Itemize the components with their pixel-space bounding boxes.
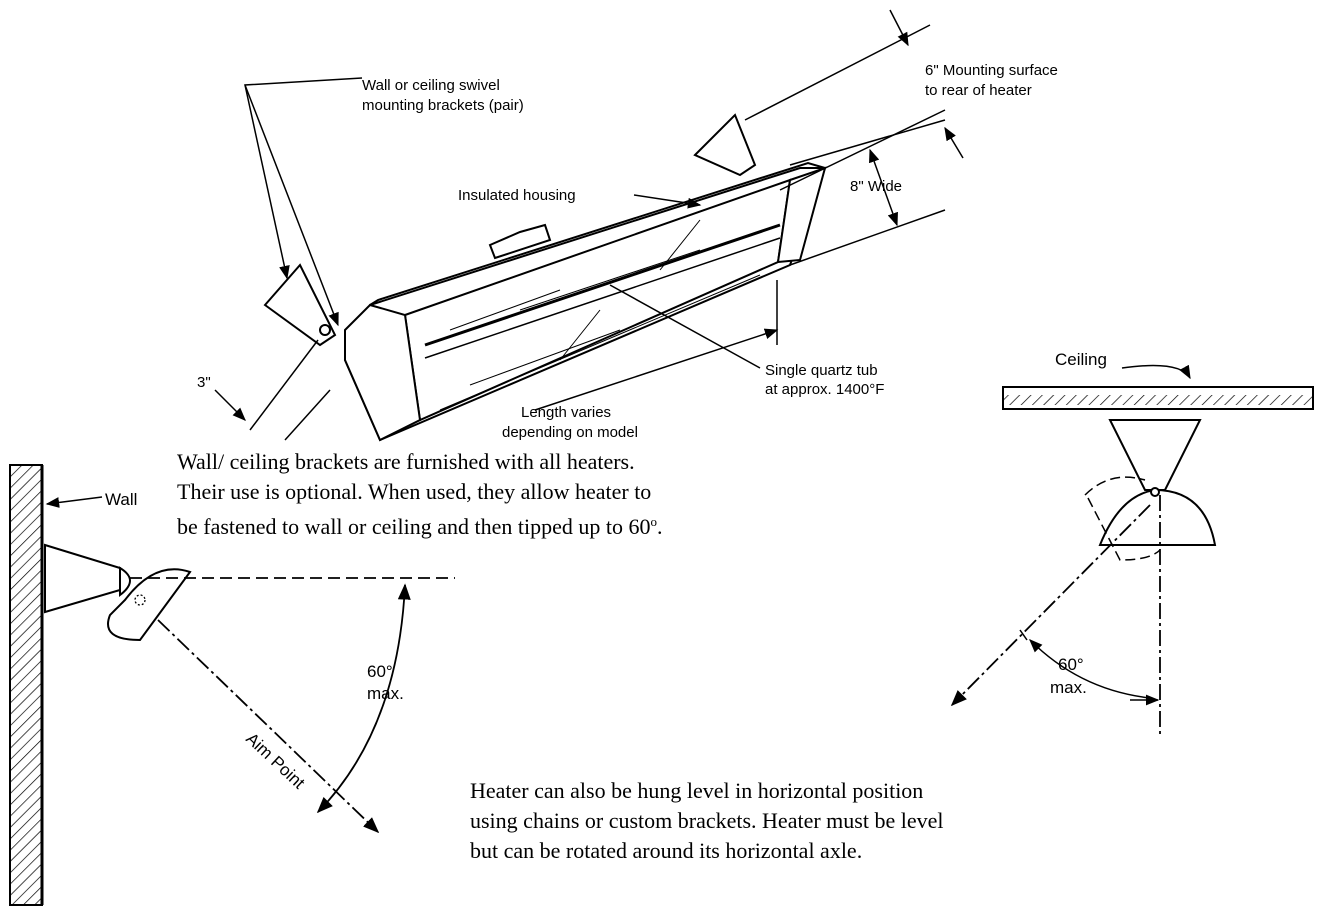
label-brackets-2: mounting brackets (pair) — [362, 97, 524, 114]
label-tube-1: Single quartz tub — [765, 362, 878, 379]
wall-heater-end — [107, 568, 192, 642]
heater-end-cap-right — [776, 166, 827, 264]
label-tube-2: at approx. 1400°F — [765, 381, 884, 398]
label-wall-angle-2: max. — [367, 684, 404, 703]
label-aim-point: Aim Point — [242, 729, 308, 793]
note-brackets-line-3: be fastened to wall or ceiling and then … — [177, 507, 867, 542]
label-length-2: depending on model — [502, 424, 638, 441]
label-offset: 3" — [197, 374, 211, 391]
note-brackets: Wall/ ceiling brackets are furnished wit… — [177, 447, 867, 542]
heater-dimensions — [214, 9, 964, 441]
label-mount-1: 6" Mounting surface — [925, 62, 1058, 79]
label-width: 8" Wide — [850, 178, 902, 195]
bracket-right — [693, 113, 757, 177]
wall-bracket — [44, 543, 121, 614]
note-hang-line-1: Heater can also be hung level in horizon… — [470, 778, 924, 803]
note-brackets-line-1: Wall/ ceiling brackets are furnished wit… — [177, 449, 635, 474]
wall-mount-illustration — [9, 464, 455, 906]
label-ceiling-angle-2: max. — [1050, 678, 1087, 697]
label-wall: Wall — [105, 490, 137, 509]
note-hang-line-3: but can be rotated around its horizontal… — [470, 838, 863, 863]
heater-end-cap-left — [344, 303, 422, 442]
note-brackets-line-3-text: be fastened to wall or ceiling and then … — [177, 514, 651, 539]
label-wall-angle-1: 60° — [367, 662, 393, 681]
note-brackets-line-2: Their use is optional. When used, they a… — [177, 479, 652, 504]
ceiling-bracket — [1108, 419, 1202, 491]
ceiling-heater-end — [1098, 488, 1217, 546]
label-mount-2: to rear of heater — [925, 82, 1032, 99]
label-brackets-1: Wall or ceiling swivel — [362, 77, 500, 94]
label-ceiling-angle-1: 60° — [1058, 655, 1084, 674]
label-housing: Insulated housing — [458, 187, 576, 204]
label-length-1: Length varies — [521, 404, 611, 421]
note-brackets-line-3-end: . — [656, 514, 663, 539]
note-hang-line-2: using chains or custom brackets. Heater … — [470, 808, 944, 833]
note-hanging: Heater can also be hung level in horizon… — [470, 776, 1070, 866]
label-ceiling: Ceiling — [1055, 350, 1107, 369]
heater-illustration — [263, 113, 827, 442]
wall-section — [9, 464, 43, 906]
quartz-tube — [424, 223, 781, 347]
degree-superscript: o — [650, 514, 657, 529]
ceiling-mount-illustration — [950, 364, 1314, 735]
